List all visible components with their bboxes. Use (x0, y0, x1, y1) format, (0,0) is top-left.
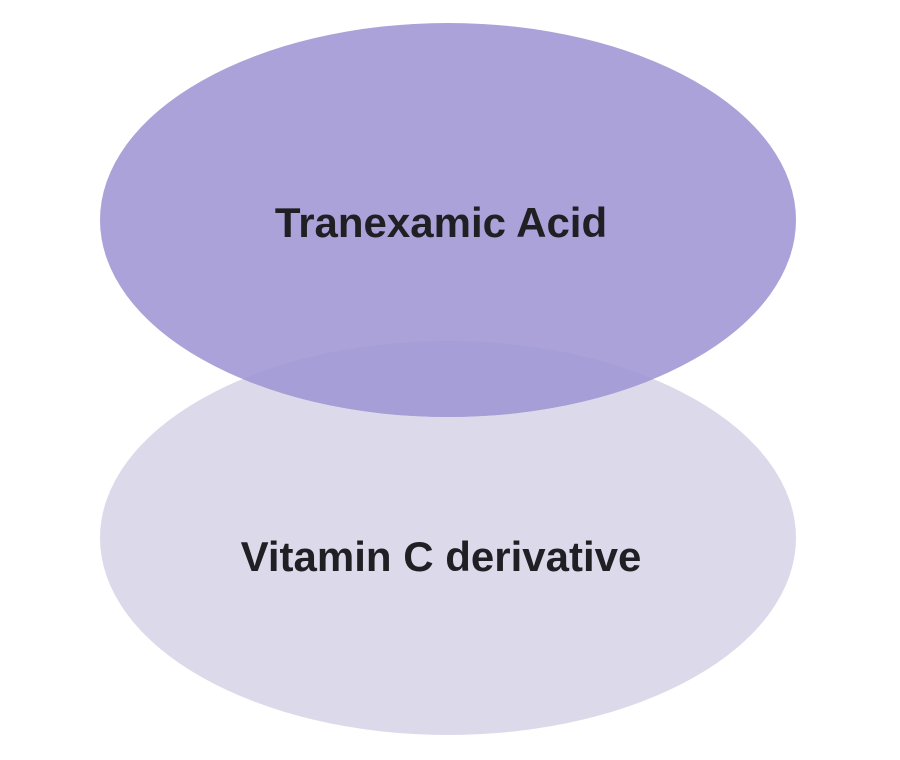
set-label-tranexamic-acid: Tranexamic Acid (275, 199, 607, 246)
set-label-vitamin-c-derivative: Vitamin C derivative (241, 533, 642, 580)
set-vitamin-c-derivative-ellipse (100, 341, 796, 735)
set-tranexamic-acid-ellipse (100, 23, 796, 417)
